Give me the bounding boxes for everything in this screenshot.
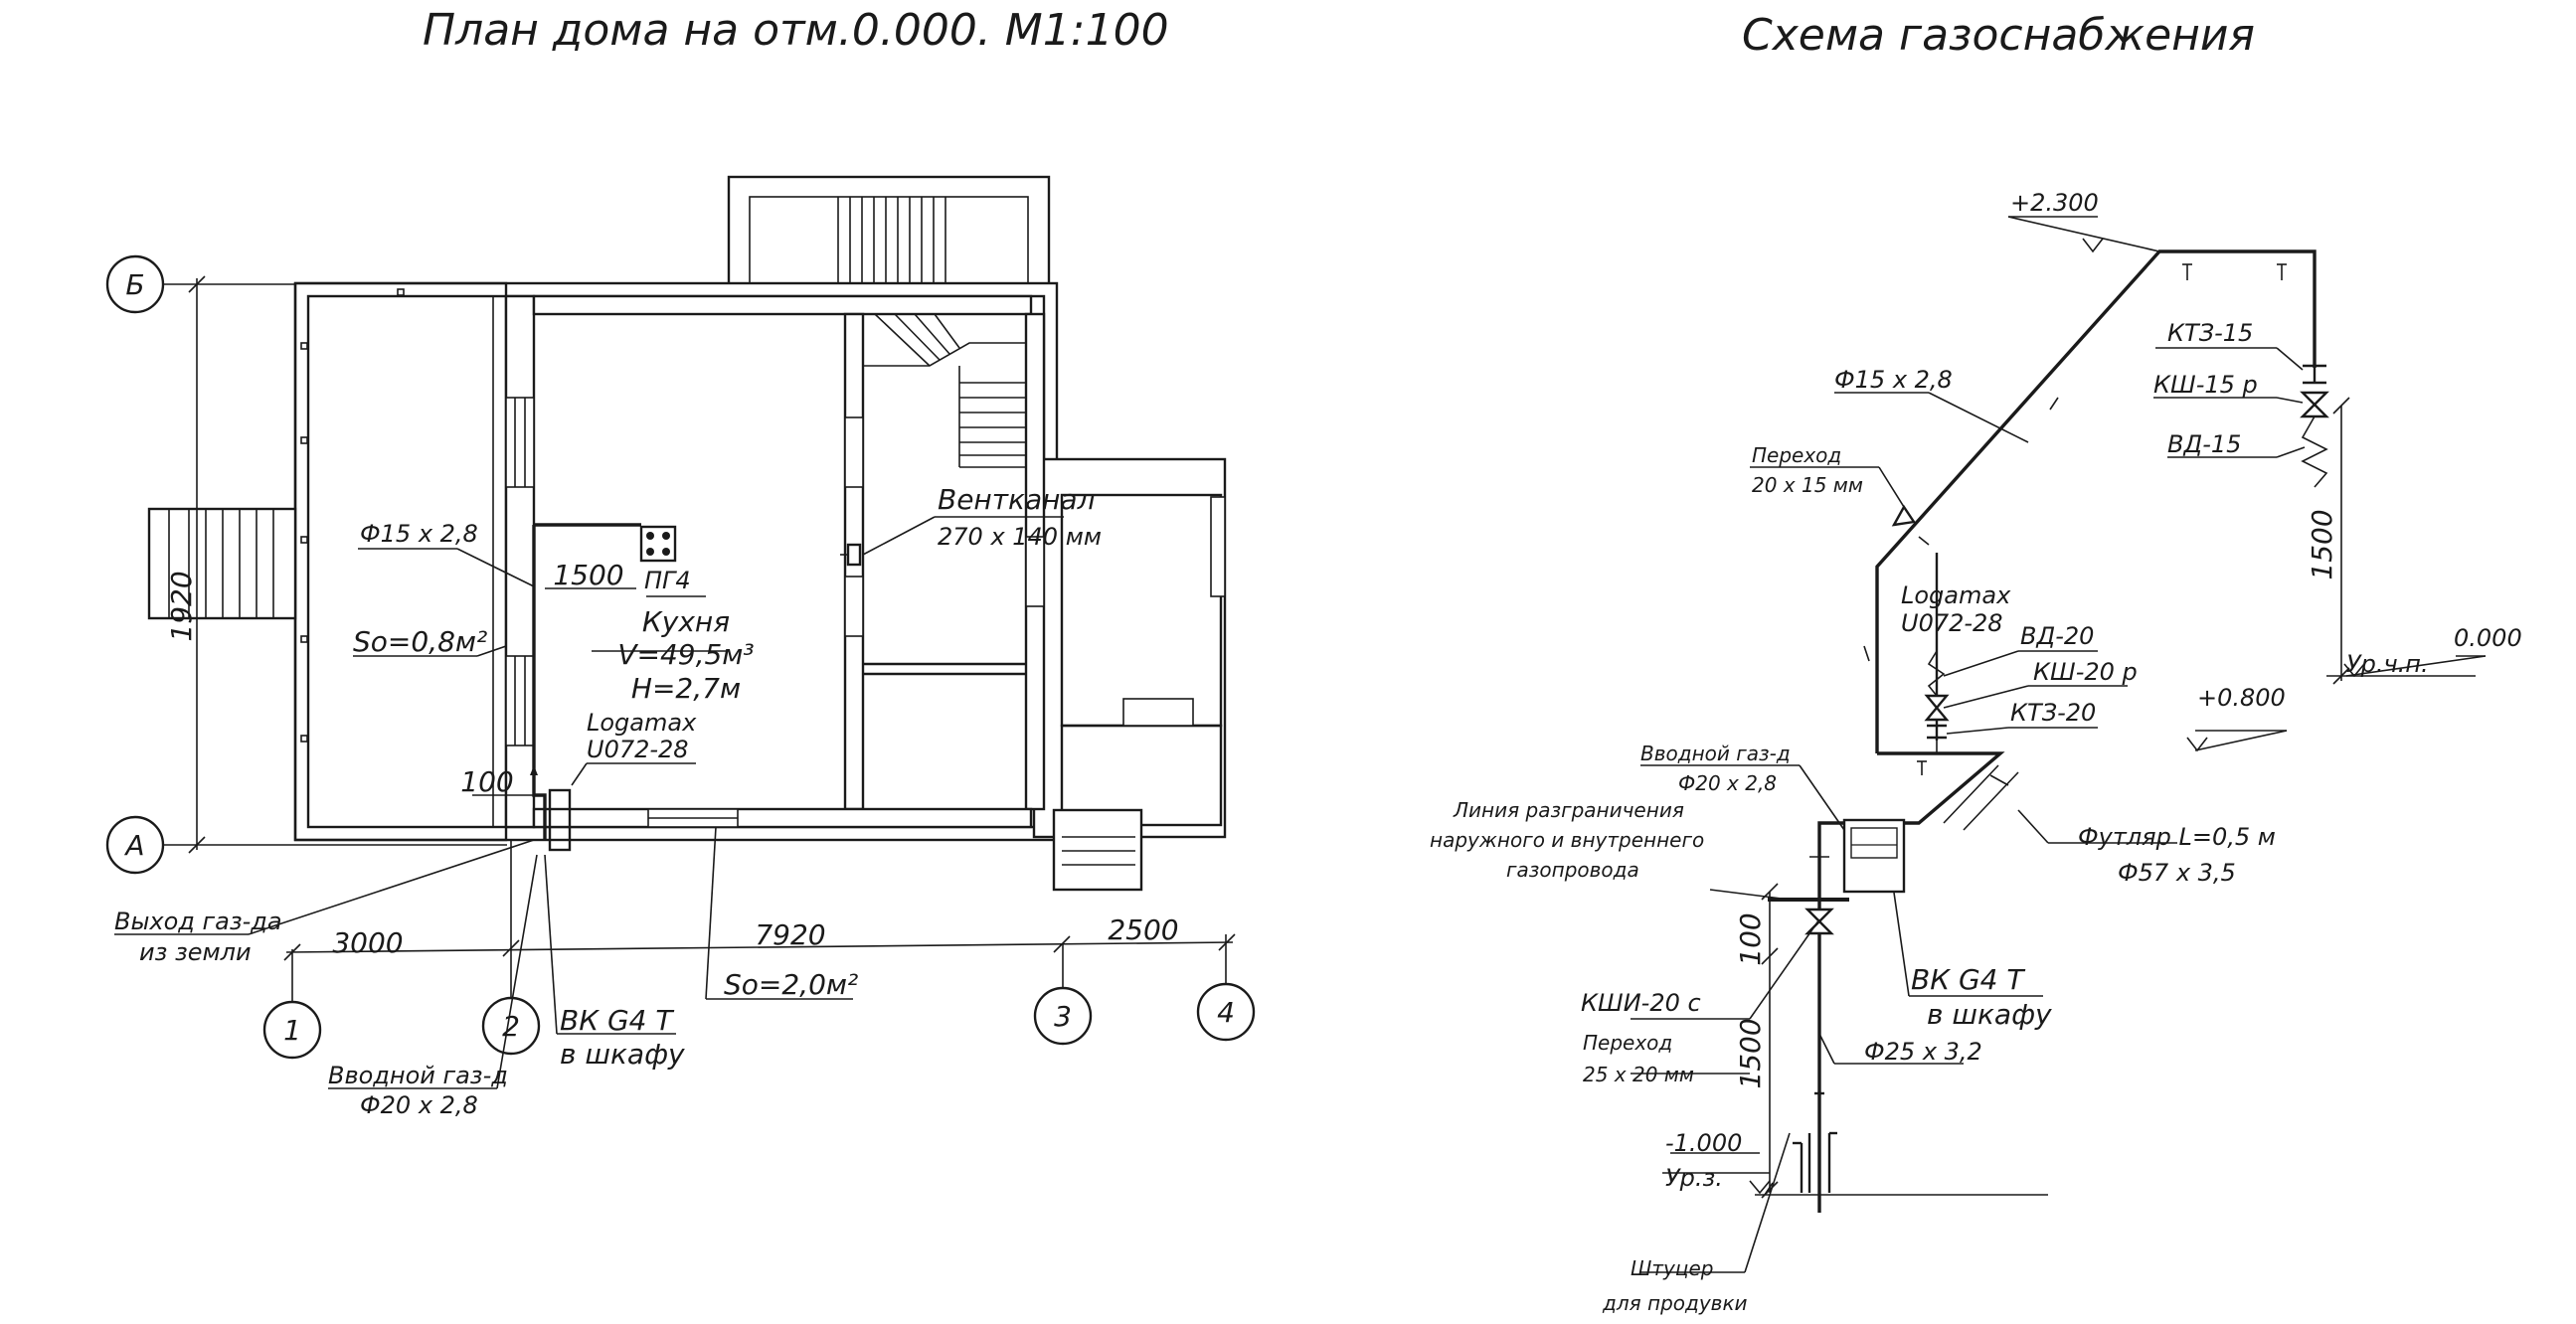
boundary-l3: газопровода <box>1506 858 1639 882</box>
plan-boiler-l2: U072-28 <box>587 736 689 763</box>
dim-1500-right: 1500 <box>2306 509 2338 579</box>
plan-pipe-size: Ф15 х 2,8 <box>360 520 478 548</box>
ground-level: Ур.з. <box>1665 1164 1723 1192</box>
bottom-porch <box>1052 808 1143 892</box>
plan-meter-l1: ВК G4 Т <box>560 1004 674 1037</box>
plan-dimension-lines <box>188 275 1236 961</box>
scheme-meter-l2: в шкафу <box>1927 998 2052 1031</box>
axis-4: 4 <box>1217 996 1235 1029</box>
boundary-l2: наружного и внутреннего <box>1430 828 1704 852</box>
boundary-valve <box>1768 898 1849 935</box>
plan-inlet-l2: Ф20 х 2,8 <box>360 1091 478 1119</box>
ktz-15: КТЗ-15 <box>2167 319 2253 347</box>
room-name: Кухня <box>642 605 730 638</box>
fitting-l1: Штуцер <box>1631 1256 1714 1280</box>
plan-boiler-l1: Logamax <box>587 709 697 737</box>
meter-cabinet <box>1842 818 1906 894</box>
ktz-20: КТЗ-20 <box>2010 699 2096 727</box>
scheme-boiler-l1: Logamax <box>1901 581 2011 609</box>
elev-top: +2.300 <box>2010 189 2099 217</box>
elev-zero: 0.000 <box>2454 624 2522 652</box>
elev-800: +0.800 <box>2197 684 2286 712</box>
scheme-leaders <box>1631 347 2306 1273</box>
scheme-inlet-l2: Ф20 х 2,8 <box>1678 771 1777 795</box>
transition2-l1: Переход <box>1583 1031 1672 1055</box>
so-bottom: So=2,0м² <box>724 968 858 1001</box>
dim-1500-left: 1500 <box>1734 1018 1767 1088</box>
room-volume: V=49,5м³ <box>617 638 754 671</box>
plan-meter-l2: в шкафу <box>560 1038 685 1071</box>
axis-b: Б <box>125 268 144 301</box>
axis-1: 1 <box>283 1014 301 1047</box>
fitting-l2: для продувки <box>1602 1291 1748 1315</box>
kshi-20: КШИ-20 с <box>1581 989 1701 1017</box>
vd-20: ВД-20 <box>2020 622 2094 650</box>
vent-label-l2: 270 х 140 мм <box>938 523 1102 551</box>
floor-plan: Б А 1 2 3 4 1920 3000 7920 2500 1500 100 <box>105 175 1256 1119</box>
purge-fitting <box>1793 1091 1837 1193</box>
sleeve-l1: Футляр L=0,5 м <box>2078 823 2276 851</box>
left-stairs <box>147 507 297 620</box>
gas-scheme: +2.300 0.000 Ур.ч.п. +0.800 -1.000 Ур.з.… <box>1430 189 2522 1315</box>
transition2-l2: 25 х 20 мм <box>1583 1063 1694 1086</box>
scheme-inlet-l1: Вводной газ-д <box>1640 742 1791 765</box>
exit-label-l1: Выход газ-да <box>114 908 282 935</box>
sleeve-l2: Ф57 х 3,5 <box>2118 859 2236 887</box>
stove-pg4 <box>639 525 677 563</box>
so-left: So=0,8м² <box>353 625 487 658</box>
boundary-l1: Линия разграничения <box>1453 798 1684 822</box>
vent-label-l1: Вентканал <box>938 483 1096 516</box>
stove-label: ПГ4 <box>644 567 691 594</box>
room-height: H=2,7м <box>631 672 741 705</box>
scheme-boiler-l2: U072-28 <box>1901 609 2003 637</box>
transition1-l1: Переход <box>1752 443 1841 467</box>
scheme-pipe-d15: Ф15 х 2,8 <box>1834 366 1953 394</box>
interior-stairs <box>862 313 1026 468</box>
plan-title: План дома на отм.0.000. М1:100 <box>423 5 1169 56</box>
kitchen-gas-pipe <box>530 523 862 852</box>
right-branch-valves <box>2300 364 2329 488</box>
scheme-meter-l1: ВК G4 Т <box>1911 963 2025 996</box>
axis-2: 2 <box>502 1010 520 1043</box>
plan-inlet-l1: Вводной газ-д <box>328 1062 508 1089</box>
dim-1500: 1500 <box>553 559 623 591</box>
axis-a: А <box>123 829 144 862</box>
sleeve <box>1943 764 2019 831</box>
ksh-15: КШ-15 р <box>2153 371 2258 399</box>
dim-2500: 2500 <box>1108 913 1178 946</box>
dim-3000: 3000 <box>332 926 403 959</box>
scheme-pipe-d25: Ф25 х 3,2 <box>1864 1038 1982 1066</box>
transition-20x15 <box>1891 504 1917 527</box>
dim-100: 100 <box>460 765 513 798</box>
boiler-symbol <box>548 788 572 852</box>
scheme-title: Схема газоснабжения <box>1742 10 2255 61</box>
dim-100-scheme: 100 <box>1734 912 1767 965</box>
vd-15: ВД-15 <box>2167 430 2241 458</box>
boiler-branch-valves <box>1924 650 1950 740</box>
dim-1920: 1920 <box>165 571 198 641</box>
axis-3: 3 <box>1054 1000 1072 1033</box>
annex-wall <box>1032 457 1227 839</box>
elev-minus-1000: -1.000 <box>1665 1129 1742 1157</box>
scheme-dimension-lines <box>1761 397 2350 1199</box>
top-porch <box>727 175 1051 296</box>
exit-label-l2: из земли <box>139 938 252 966</box>
elevation-marks <box>1662 216 2487 1195</box>
dim-7920: 7920 <box>755 918 825 951</box>
ksh-20: КШ-20 р <box>2033 658 2138 686</box>
plan-leaders <box>114 516 1064 1089</box>
floor-level: Ур.ч.п. <box>2346 650 2429 678</box>
transition1-l2: 20 х 15 мм <box>1752 473 1863 497</box>
